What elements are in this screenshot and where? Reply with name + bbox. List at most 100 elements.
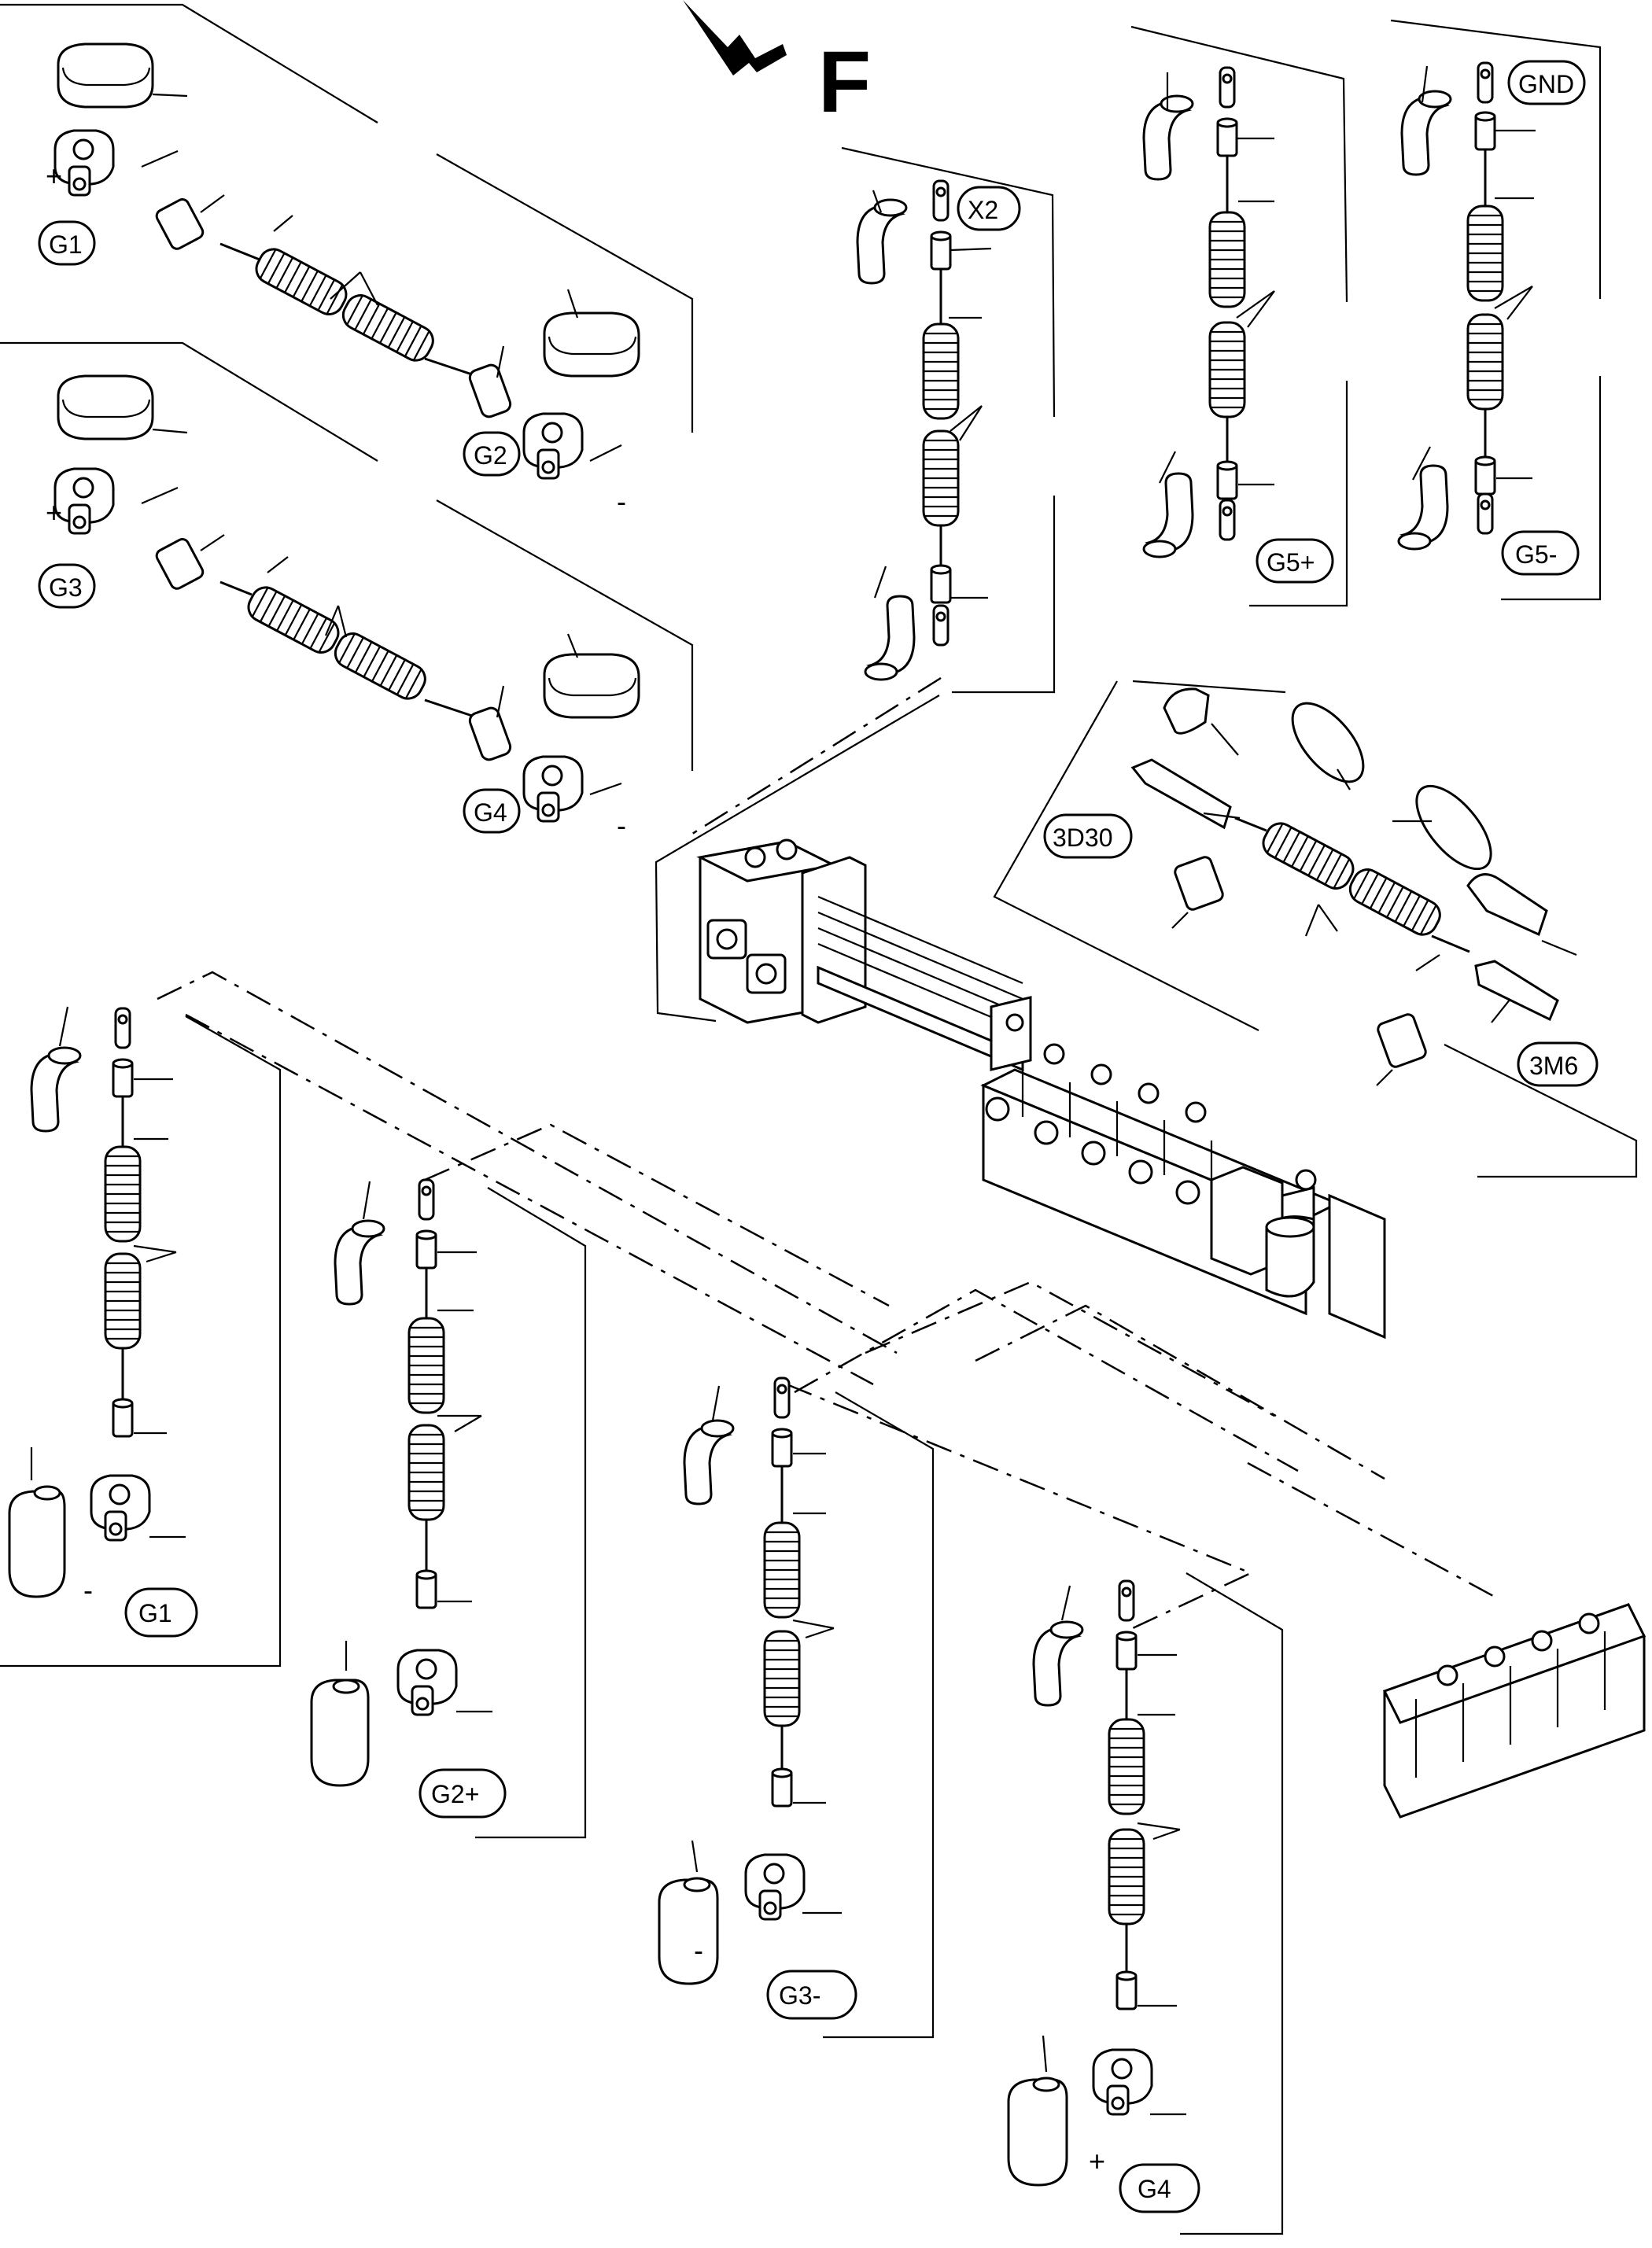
label-g2-top: G2 — [474, 441, 507, 470]
spring-sleeve-icon — [407, 1317, 445, 1414]
spring-sleeve-icon — [922, 429, 960, 527]
spring-sleeve-icon — [1108, 1718, 1145, 1815]
direction-label: F — [818, 34, 871, 131]
ring-lug-icon — [932, 179, 950, 222]
cable-g4-bottom: + G4 - — [694, 1572, 1284, 2235]
ring-lug-icon — [773, 1376, 791, 1419]
label-bubble — [463, 788, 521, 834]
ferrule-icon — [1216, 117, 1238, 157]
label-3d30: 3D30 — [1053, 824, 1113, 852]
label-bubble — [419, 1768, 507, 1819]
cable-x2: X2 — [841, 146, 1056, 694]
ring-lug-icon — [932, 604, 950, 647]
rubber-boot-icon — [1032, 1620, 1084, 1707]
polarity-minus: - — [617, 485, 626, 518]
forward-arrow-icon: F — [683, 0, 871, 131]
label-bubble — [1507, 60, 1586, 105]
rubber-boot-icon — [334, 1219, 385, 1306]
ferrule-icon — [930, 564, 952, 604]
label-g3-minus: G3- — [779, 1981, 820, 2010]
terminal-cover-icon — [310, 1679, 370, 1787]
split-sleeve-icon — [1377, 1013, 1427, 1068]
rubber-boot-icon — [1466, 873, 1548, 937]
label-g3-top: G3 — [49, 573, 83, 602]
ferrule-icon — [112, 1058, 134, 1098]
label-g1-bottom: G1 — [138, 1599, 172, 1627]
ferrule-icon — [415, 1569, 437, 1609]
terminal-cover-icon — [658, 1878, 719, 1985]
battery-clamp-icon — [522, 412, 584, 480]
spring-sleeve-icon — [242, 581, 345, 659]
label-g2-plus: G2+ — [431, 1780, 479, 1808]
battery-clamp-icon — [1092, 2048, 1153, 2116]
label-bubble — [38, 563, 96, 609]
polarity-plus: + — [1089, 2145, 1105, 2177]
cable-g5-minus-gnd: GND G5- — [1390, 19, 1602, 601]
label-bubble — [38, 220, 96, 266]
label-g1-top: G1 — [49, 230, 83, 259]
ring-lug-icon — [114, 1007, 131, 1049]
polarity-plus: + — [46, 160, 62, 192]
label-bubble — [1256, 538, 1334, 584]
ferrule-icon — [771, 1428, 793, 1468]
spring-sleeve-icon — [1466, 313, 1504, 411]
rubber-boot-icon — [683, 1419, 735, 1505]
spring-sleeve-icon — [763, 1630, 801, 1727]
ring-lug-icon — [1118, 1579, 1135, 1622]
ferrule-icon — [112, 1398, 134, 1438]
spring-sleeve-icon — [763, 1521, 801, 1619]
spring-sleeve-icon — [104, 1252, 142, 1350]
cable-g3-minus: G3- — [658, 1376, 935, 2039]
spring-sleeve-icon — [1257, 817, 1359, 895]
spring-sleeve-icon — [1108, 1828, 1145, 1926]
terminal-cover-icon — [8, 1490, 66, 1598]
spring-sleeve-icon — [1344, 863, 1447, 941]
ferrule-icon — [1115, 1631, 1138, 1671]
spring-sleeve-icon — [337, 289, 440, 367]
label-bubble — [766, 1970, 857, 2020]
label-bubble — [124, 1587, 198, 1638]
terminal-cover-icon — [543, 653, 640, 719]
polarity-plus: + — [46, 496, 62, 529]
spring-sleeve-icon — [1208, 211, 1246, 308]
spring-sleeve-icon — [329, 627, 432, 705]
cable-g2-plus: G2+ — [310, 1178, 587, 1839]
cable-3d30-3m6: 3D30 3M6 — [993, 680, 1638, 1178]
terminal-cover-icon — [543, 311, 640, 378]
battery-clamp-icon — [53, 467, 115, 535]
terminal-cover-icon — [1007, 2078, 1068, 2187]
rubber-boot-icon — [1400, 90, 1452, 176]
label-bubble — [1517, 1041, 1599, 1087]
rubber-boot-icon — [1163, 687, 1210, 735]
rubber-boot-icon — [1142, 472, 1194, 558]
ring-lug-icon — [1219, 66, 1236, 109]
cable-group-g3-g4-top: + - G3 G4 — [0, 341, 694, 842]
ring-lug-icon — [1477, 61, 1494, 104]
label-3m6: 3M6 — [1529, 1052, 1578, 1080]
ring-lug-icon — [1474, 960, 1559, 1022]
cable-group-g1-g2-top: + - G1 G2 — [0, 3, 694, 518]
spring-sleeve-icon — [1208, 321, 1246, 418]
label-g5-minus: G5- — [1515, 540, 1557, 569]
label-bubble — [1501, 530, 1580, 576]
ferrule-icon — [415, 1229, 437, 1270]
rubber-boot-icon — [30, 1046, 82, 1133]
right-terminal-block — [1382, 1603, 1646, 1819]
label-bubble — [1043, 813, 1133, 859]
spring-sleeve-icon — [922, 322, 960, 420]
terminal-block-assembly — [655, 695, 1386, 1340]
label-bubble — [463, 431, 521, 477]
ferrule-icon — [1115, 1970, 1138, 2010]
spring-sleeve-icon — [1466, 205, 1504, 302]
ferrule-icon — [1474, 455, 1496, 496]
label-g5-plus: G5+ — [1267, 548, 1315, 577]
spring-sleeve-icon — [104, 1145, 142, 1243]
rubber-boot-icon — [856, 198, 908, 285]
label-bubble — [957, 186, 1021, 231]
terminal-cover-icon — [57, 374, 154, 440]
ring-lug-icon — [1219, 499, 1236, 541]
label-gnd: GND — [1518, 70, 1574, 98]
label-g4-top: G4 — [474, 798, 507, 827]
ferrule-icon — [930, 230, 952, 271]
